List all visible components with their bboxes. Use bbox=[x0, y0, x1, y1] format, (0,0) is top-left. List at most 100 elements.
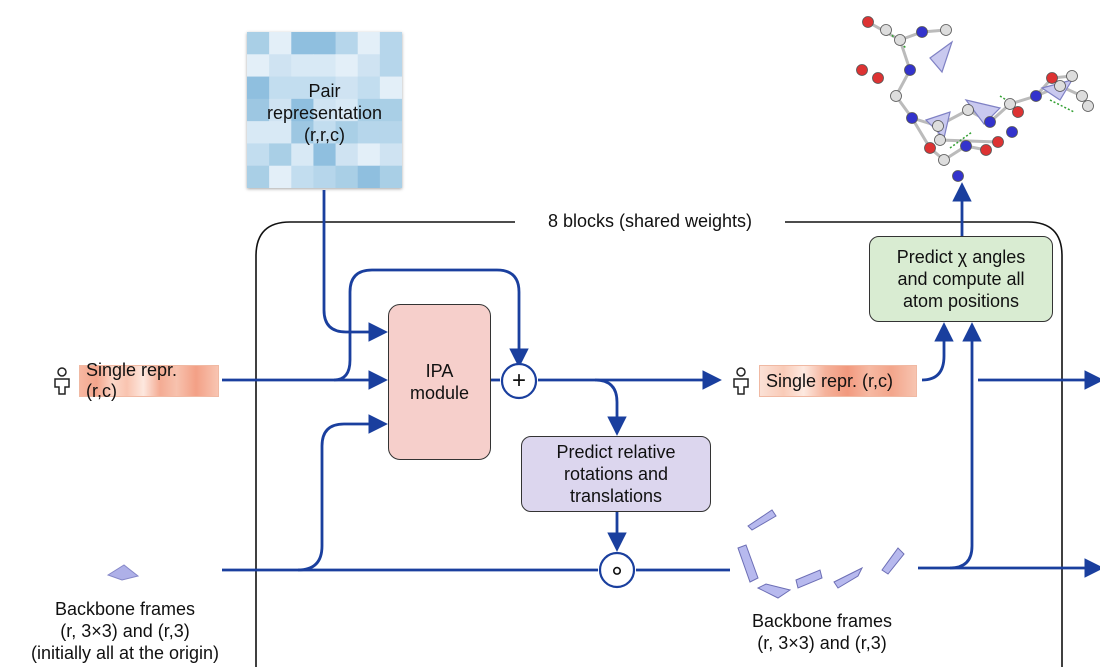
arrow-to-predict-rot bbox=[594, 378, 627, 436]
atom bbox=[1082, 100, 1094, 112]
loop-label: 8 blocks (shared weights) bbox=[518, 210, 782, 232]
pair-label: Pair representation (r,r,c) bbox=[247, 80, 402, 146]
atom bbox=[1006, 126, 1018, 138]
heatmap-cell bbox=[269, 98, 292, 122]
arrow-backbone-to-ipa bbox=[297, 414, 388, 572]
heatmap-cell bbox=[291, 98, 314, 122]
backbone-output-line2: (r, 3×3) and (r,3) bbox=[757, 633, 887, 653]
heatmap-cell bbox=[291, 32, 314, 55]
atom bbox=[1054, 80, 1066, 92]
heatmap-cell bbox=[357, 121, 381, 144]
heatmap-cell bbox=[379, 143, 402, 167]
atom bbox=[980, 144, 992, 156]
heatmap-cell bbox=[313, 54, 337, 78]
atom bbox=[960, 140, 972, 152]
heatmap-cell bbox=[313, 76, 337, 100]
ipa-label-line2: module bbox=[409, 383, 470, 403]
heatmap-cell bbox=[357, 165, 381, 188]
single-repr-input: Single repr. (r,c) bbox=[79, 360, 219, 401]
pair-heatmap bbox=[247, 32, 402, 188]
frame-triangle-icon bbox=[106, 564, 140, 581]
heatmap-cell bbox=[357, 76, 381, 100]
pair-label-line3: (r,r,c) bbox=[304, 125, 345, 145]
atom bbox=[894, 34, 906, 46]
person-icon bbox=[52, 367, 72, 395]
ipa-module-box: IPA module bbox=[388, 304, 491, 460]
arrow-backbone-to-chi bbox=[949, 322, 982, 570]
atom bbox=[924, 142, 936, 154]
atom bbox=[984, 116, 996, 128]
person-icon-out bbox=[731, 367, 751, 395]
heatmap-cell bbox=[313, 98, 337, 122]
atom bbox=[906, 112, 918, 124]
predict-chi-box: Predict χ angles and compute all atom po… bbox=[869, 236, 1053, 322]
arrow-skip-to-plus bbox=[333, 268, 529, 382]
atom bbox=[932, 120, 944, 132]
backbone-input-line3: (initially all at the origin) bbox=[30, 643, 220, 663]
heatmap-cell bbox=[313, 143, 337, 167]
frame-scatter-icon bbox=[737, 509, 905, 599]
single-repr-input-label: Single repr. (r,c) bbox=[86, 360, 178, 401]
heatmap-cell bbox=[291, 143, 314, 167]
heatmap-cell bbox=[247, 32, 270, 55]
heatmap-cell bbox=[247, 121, 270, 144]
atom bbox=[862, 16, 874, 28]
plus-node bbox=[500, 362, 538, 400]
heatmap-cell bbox=[335, 76, 359, 100]
heatmap-cell bbox=[313, 32, 337, 55]
atom bbox=[962, 104, 974, 116]
predict-rot-line1: Predict relative bbox=[556, 442, 676, 462]
heatmap-cell bbox=[291, 76, 314, 100]
atom bbox=[890, 90, 902, 102]
heatmap-cell bbox=[269, 121, 292, 144]
heatmap-cell bbox=[379, 54, 402, 78]
heatmap-cell bbox=[335, 143, 359, 167]
heatmap-cell bbox=[269, 54, 292, 78]
heatmap-cell bbox=[269, 76, 292, 100]
atom bbox=[916, 26, 928, 38]
backbone-input-label: Backbone frames (r, 3×3) and (r,3) (init… bbox=[0, 598, 250, 664]
heatmap-cell bbox=[335, 121, 359, 144]
heatmap-cell bbox=[247, 165, 270, 188]
single-repr-output-label: Single repr. (r,c) bbox=[766, 370, 894, 391]
backbone-output-label: Backbone frames (r, 3×3) and (r,3) bbox=[712, 610, 932, 654]
atom bbox=[952, 170, 964, 182]
arrow-pair-to-ipa bbox=[322, 190, 388, 342]
pair-representation-box: Pair representation (r,r,c) bbox=[247, 32, 402, 188]
atom bbox=[1030, 90, 1042, 102]
heatmap-cell bbox=[313, 165, 337, 188]
predict-rot-line3: translations bbox=[569, 486, 663, 506]
atom bbox=[880, 24, 892, 36]
heatmap-cell bbox=[379, 121, 402, 144]
heatmap-cell bbox=[291, 54, 314, 78]
heatmap-cell bbox=[335, 32, 359, 55]
heatmap-cell bbox=[247, 76, 270, 100]
heatmap-cell bbox=[247, 98, 270, 122]
heatmap-cell bbox=[313, 121, 337, 144]
atom bbox=[1046, 72, 1058, 84]
backbone-output-line1: Backbone frames bbox=[751, 611, 893, 631]
heatmap-cell bbox=[335, 98, 359, 122]
atom bbox=[904, 64, 916, 76]
loop-box bbox=[255, 221, 1063, 667]
heatmap-cell bbox=[247, 54, 270, 78]
atom bbox=[992, 136, 1004, 148]
heatmap-cell bbox=[335, 165, 359, 188]
heatmap-cell bbox=[291, 121, 314, 144]
atom bbox=[872, 72, 884, 84]
predict-chi-line1: Predict χ angles bbox=[896, 247, 1026, 267]
atom bbox=[1066, 70, 1078, 82]
heatmap-cell bbox=[379, 32, 402, 55]
heatmap-cell bbox=[379, 98, 402, 122]
predict-chi-line2: and compute all bbox=[897, 269, 1025, 289]
backbone-input-line2: (r, 3×3) and (r,3) bbox=[60, 621, 190, 641]
heatmap-cell bbox=[379, 76, 402, 100]
predict-rotations-box: Predict relative rotations and translati… bbox=[521, 436, 711, 512]
heatmap-cell bbox=[357, 143, 381, 167]
ipa-label-line1: IPA bbox=[425, 361, 454, 381]
heatmap-cell bbox=[247, 143, 270, 167]
pair-label-line2: representation bbox=[266, 103, 383, 123]
heatmap-cell bbox=[269, 32, 292, 55]
atom bbox=[1012, 106, 1024, 118]
atom bbox=[940, 24, 952, 36]
